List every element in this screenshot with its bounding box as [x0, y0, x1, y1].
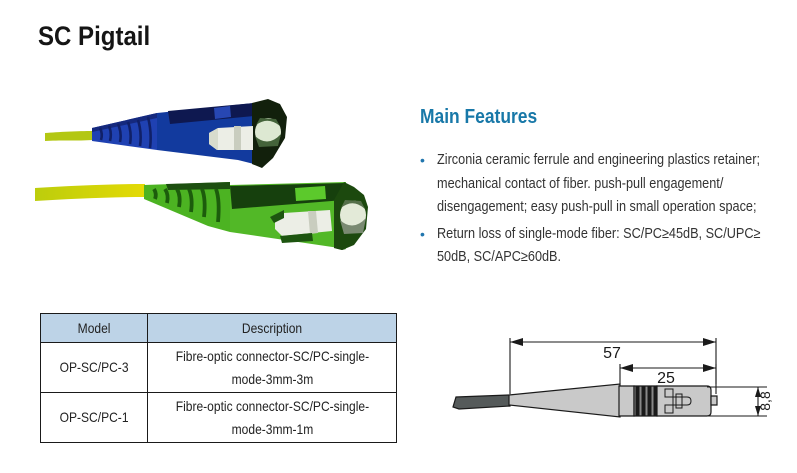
- svg-text:57: 57: [603, 345, 621, 362]
- svg-text:25: 25: [657, 370, 675, 387]
- svg-text:8,8: 8,8: [757, 391, 773, 411]
